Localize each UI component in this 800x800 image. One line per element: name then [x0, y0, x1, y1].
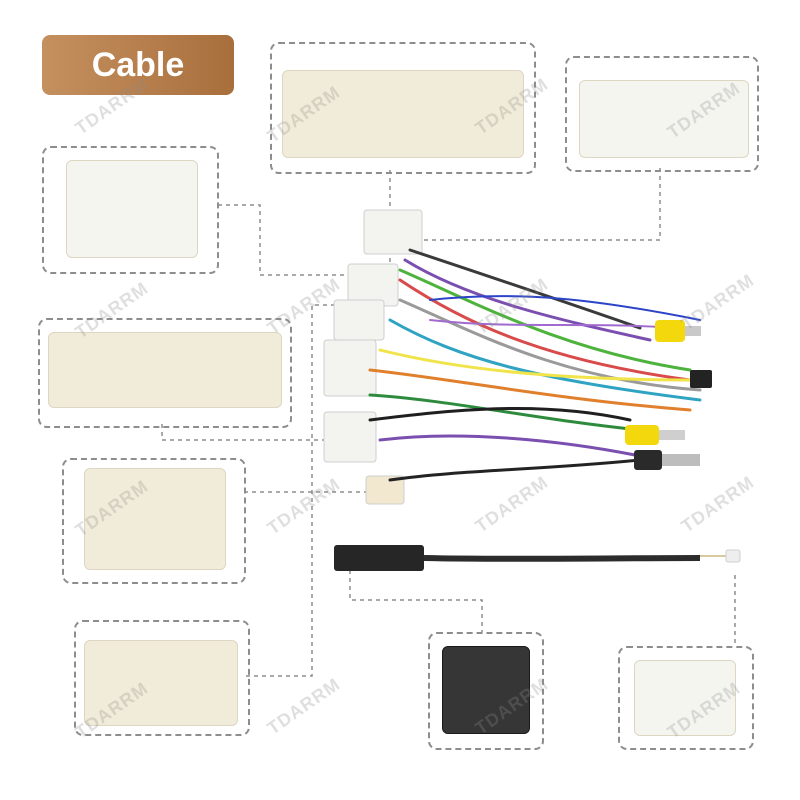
connector-left-wide [48, 332, 282, 408]
connector-bottom-left [84, 640, 238, 726]
connector-box-left-wide [38, 318, 292, 428]
antenna-tip [662, 454, 700, 466]
leader-line [218, 204, 370, 276]
connector-20pin-top [282, 70, 524, 158]
cable-badge: Cable [42, 35, 234, 95]
antenna-plug [634, 450, 662, 470]
connector-black-usb [442, 646, 530, 734]
usb-small-plug [725, 549, 741, 563]
rca-tip [685, 326, 701, 336]
connector-left-small [66, 160, 198, 258]
connector-box-top-20pin [270, 42, 536, 174]
connector-box-bottom-right [618, 646, 754, 750]
connector-bottom-right [634, 660, 736, 736]
connector-box-left-small [42, 146, 219, 274]
usb-extension-plug [334, 545, 424, 571]
rca-tip [659, 430, 685, 440]
connector-left-power [84, 468, 226, 570]
harness-plug [323, 339, 377, 397]
connector-box-left-power [62, 458, 246, 584]
leader-line [420, 168, 661, 241]
harness-plug [363, 209, 423, 255]
leader-line [161, 424, 360, 441]
connector-top-right [579, 80, 749, 158]
leader-line [246, 304, 350, 677]
connector-box-bottom-black [428, 632, 544, 750]
harness-plug [365, 475, 405, 505]
connector-box-bottom-left [74, 620, 250, 736]
connector-box-top-right [565, 56, 759, 172]
rca-plug-yellow [655, 320, 685, 342]
small-black-plug [690, 370, 712, 388]
leader-line [349, 570, 483, 632]
harness-plug [323, 411, 377, 463]
rca-plug-yellow [625, 425, 659, 445]
harness-plug [333, 299, 385, 341]
